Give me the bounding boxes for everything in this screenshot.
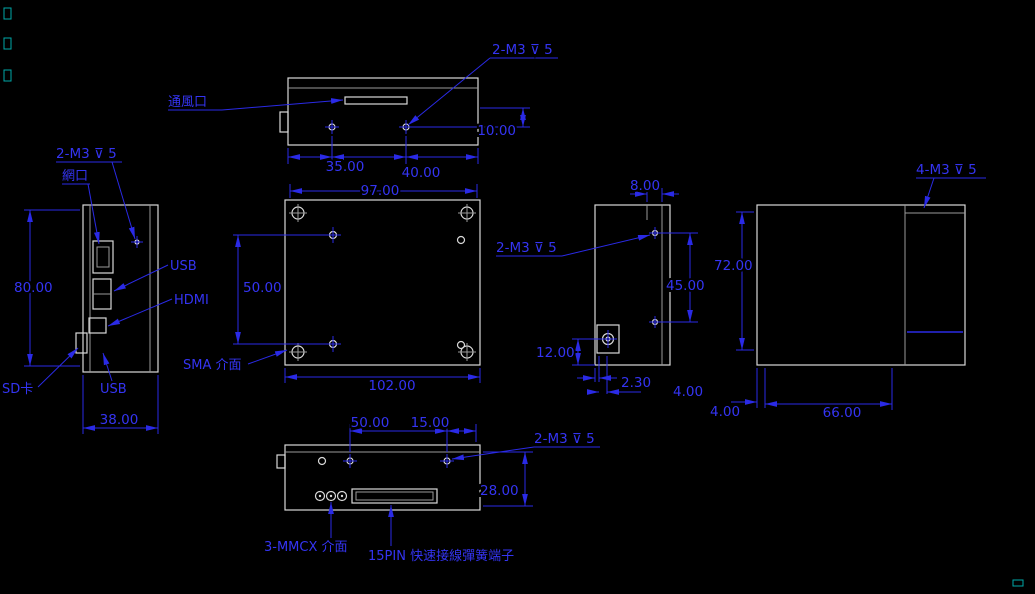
dim-10: 10.00 [477,123,516,139]
dim-72: 72.00 [714,258,753,274]
screen-artifacts [3,7,1024,587]
mmcx-connector [325,490,337,502]
front-view [284,199,481,366]
label-lan-port: 網口 [62,169,88,184]
mmcx-pin [329,494,333,498]
lan-port-connector [92,240,114,274]
callout-2m3-top: 2-M3 ⊽ 5 [492,42,553,58]
leader-line [407,57,491,126]
leader-line [923,177,935,209]
right-view-outline [756,204,966,366]
leader-line [87,183,100,245]
vent-slot [344,96,408,105]
left-view [75,204,159,373]
dim-80: 80.00 [14,280,53,296]
leader-line [451,446,535,461]
terminal-15pin-inner [355,491,434,501]
dim-4-sma: 4.00 [673,384,703,400]
dim-12: 12.00 [536,345,575,361]
leader-line [102,352,113,382]
leader-line [247,349,288,365]
dim-102: 102.00 [368,378,415,394]
corner-screw [458,204,476,222]
hole [317,456,327,466]
label-usb-side: USB [170,259,197,274]
side-tab [279,111,289,133]
dim-8: 8.00 [630,178,660,194]
dim-15: 15.00 [411,415,450,431]
label-hdmi: HDMI [174,293,209,308]
screen-artifact [1012,579,1024,587]
hole [456,340,466,350]
screen-artifact [3,69,12,82]
rear-view-outline [594,204,671,366]
mmcx-pin [340,494,344,498]
label-15pin: 15PIN 快速接線彈簧端子 [368,548,514,564]
left-view-dimensions: 2-M3 ⊽ 5 網口 USB HDMI SD卡 USB 80.00 38.00 [0,144,211,434]
hole [456,235,466,245]
dim-45: 45.00 [666,278,705,294]
rear-view-dimensions: 8.00 2-M3 ⊽ 5 45.00 12.00 2.30 4.00 [494,176,707,402]
dim-2-30: 2.30 [621,375,651,391]
screen-artifact [3,37,12,50]
leader-line [221,98,344,111]
front-view-dimensions: 97.00 102.00 50.00 SMA 介面 [181,181,481,396]
screen-artifact [3,7,12,20]
top-view [279,77,479,146]
dim-4-right: 4.00 [710,404,740,420]
hdmi-connector [88,317,107,334]
bottom-view-dimensions: 50.00 15.00 2-M3 ⊽ 5 28.00 3-MMCX 介面 15P… [262,413,600,566]
callout-2m3-rear: 2-M3 ⊽ 5 [496,240,557,256]
leader-line [113,264,169,292]
front-view-outline [284,199,481,366]
callout-4m3: 4-M3 ⊽ 5 [916,162,977,178]
sd-card-slot [75,332,88,354]
terminal-15pin [351,488,438,504]
left-view-outline [82,204,159,373]
dim-50-front: 50.00 [243,280,282,296]
corner-screw [289,204,307,222]
right-view [756,204,966,366]
leader-line [107,298,173,327]
label-sd-card: SD卡 [2,382,33,397]
top-view-dimensions: 35.00 40.00 10.00 2-M3 ⊽ 5 通風口 [166,40,558,183]
dim-38: 38.00 [100,412,139,428]
callout-2m3-left: 2-M3 ⊽ 5 [56,146,117,162]
right-view-dimensions: 4-M3 ⊽ 5 72.00 4.00 66.00 [708,160,986,423]
leader-line [37,347,79,388]
bottom-view-outline [284,444,481,511]
rear-view [594,204,671,366]
callout-2m3-bottom: 2-M3 ⊽ 5 [534,431,595,447]
dim-50-bottom: 50.00 [351,415,390,431]
dim-35: 35.00 [326,159,365,175]
mmcx-connector [336,490,348,502]
lan-port-inner [96,246,110,268]
leader-line [111,161,136,240]
mmcx-connector [314,490,326,502]
leader-line [561,234,651,257]
dim-28: 28.00 [480,483,519,499]
dim-40: 40.00 [402,165,441,181]
dim-66: 66.00 [823,405,862,421]
corner-screw [458,343,476,361]
label-usb-bottom: USB [100,382,127,397]
side-tab [276,454,286,469]
label-vent: 通風口 [168,95,207,110]
corner-screw [289,343,307,361]
label-mmcx: 3-MMCX 介面 [264,540,348,555]
mmcx-pin [318,494,322,498]
dim-97: 97.00 [361,183,400,199]
label-sma: SMA 介面 [183,358,242,373]
bottom-view [276,444,481,511]
